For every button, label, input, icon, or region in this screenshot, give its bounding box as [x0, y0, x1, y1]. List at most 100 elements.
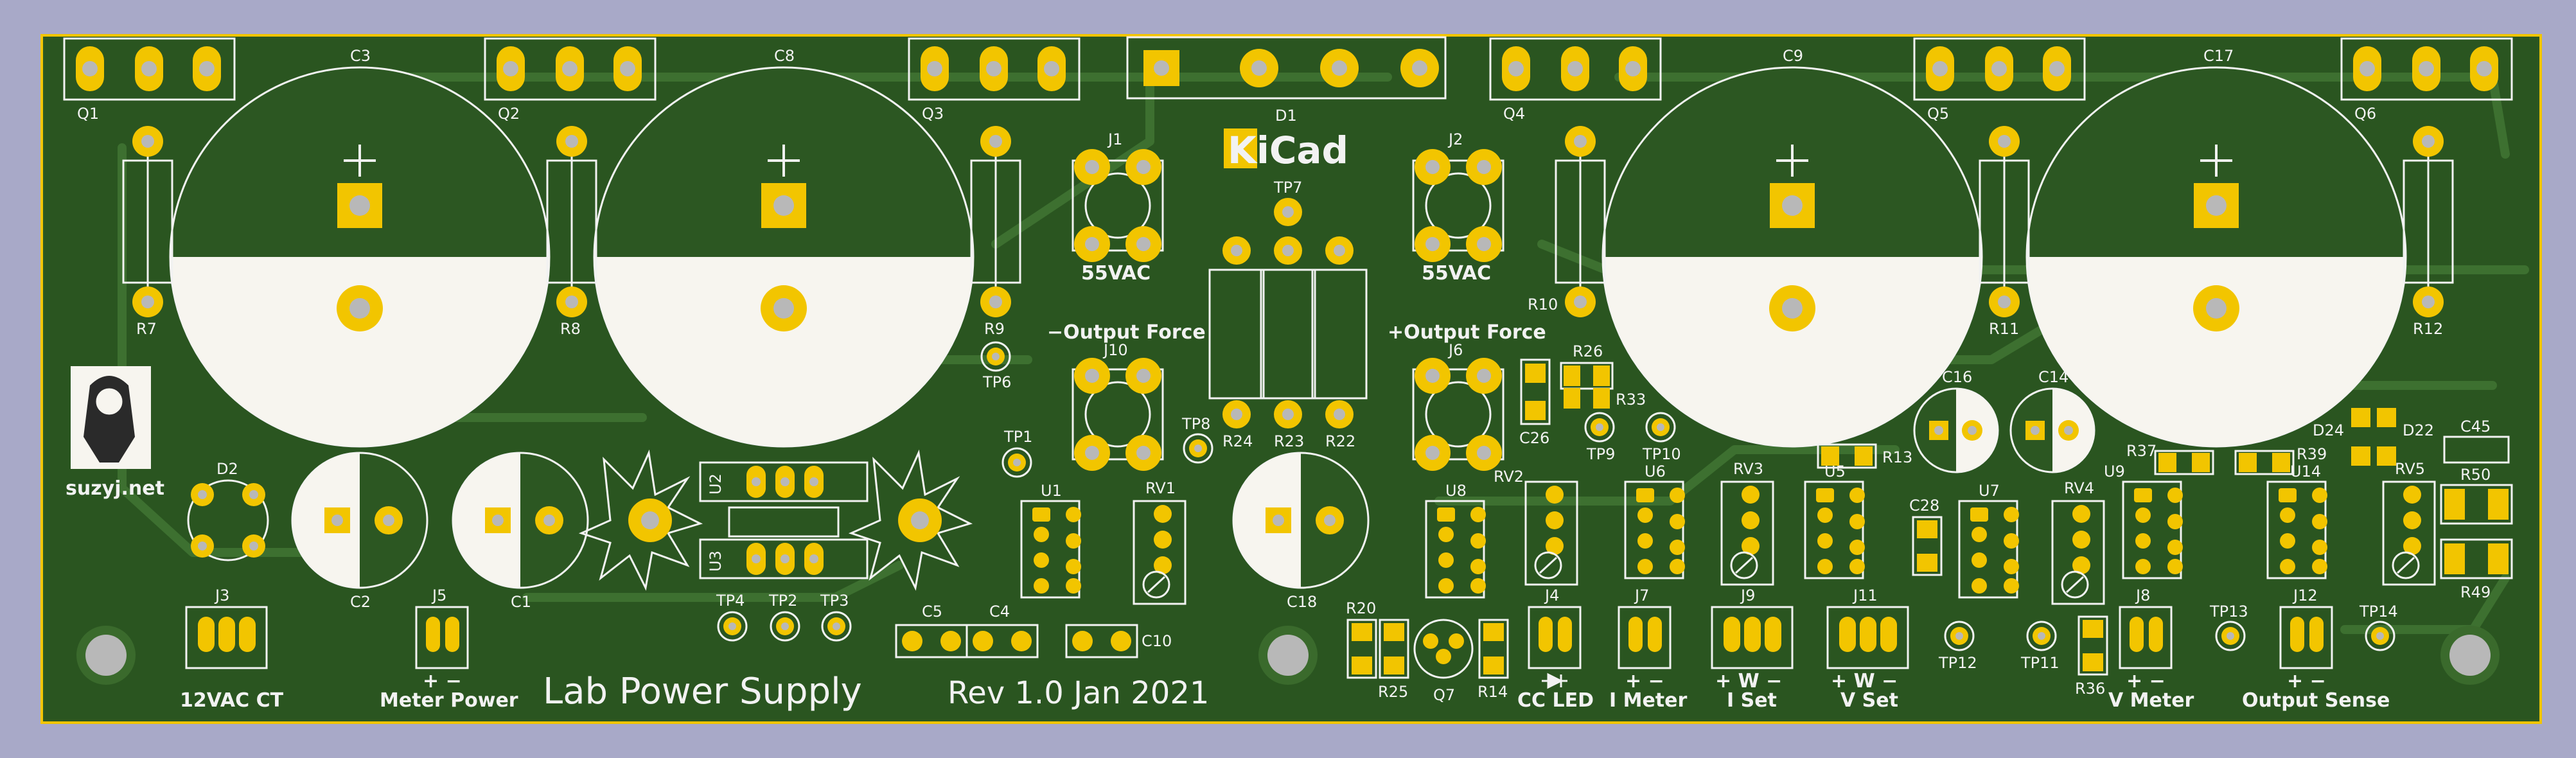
j12-polarity: + − — [2287, 670, 2326, 692]
pin-headers: J3 12VAC CT J5 + − Meter Power J4 CC LED… — [180, 586, 2390, 712]
j4-label: J4 — [1544, 586, 1559, 604]
r10-label: R10 — [1528, 295, 1558, 313]
rv1-label: RV1 — [1145, 479, 1176, 497]
r13-label: R13 — [1882, 448, 1912, 466]
tp14-label: TP14 — [2359, 603, 2398, 621]
lbl-12vac: 12VAC CT — [180, 689, 284, 712]
q5-label: Q5 — [1927, 105, 1949, 123]
d22-label: D22 — [2403, 421, 2434, 439]
transistor-q7: Q7 — [1413, 619, 1474, 704]
trimmers: RV1 RV2 RV3 RV4 RV5 — [1133, 460, 2436, 605]
transistors: Q1 Q2 Q3 Q4 Q5 — [63, 37, 2513, 123]
r9-label: R9 — [984, 320, 1005, 338]
r33-label: R33 — [1616, 391, 1646, 409]
rv5-label: RV5 — [2395, 460, 2425, 478]
lbl-cc-led: CC LED — [1517, 689, 1594, 712]
j9-label: J9 — [1740, 586, 1755, 604]
rv3-label: RV3 — [1733, 460, 1763, 478]
power-resistors: R7 R8 R9 R10 R11 — [122, 126, 2454, 338]
c18-label: C18 — [1287, 593, 1317, 611]
site-label: suzyj.net — [66, 477, 164, 500]
r22-label: R22 — [1325, 432, 1355, 450]
q3-label: Q3 — [922, 105, 944, 123]
q1-label: Q1 — [77, 105, 99, 123]
tp8-label: TP8 — [1181, 415, 1210, 433]
mounting-holes — [76, 626, 2500, 685]
lbl-i-meter: I Meter — [1609, 689, 1687, 712]
c16-label: C16 — [1942, 368, 1972, 386]
j5-polarity: + − — [423, 670, 462, 692]
test-points: TP6 TP1 TP8 TP4 TP2 TP3 TP9 TP10 TP12 TP… — [716, 341, 2398, 672]
tp7-label: TP7 — [1273, 179, 1302, 197]
bridge-d2: D2 — [187, 460, 269, 561]
r50-label: R50 — [2460, 466, 2491, 484]
tp6-label: TP6 — [982, 373, 1011, 391]
r23-label: R23 — [1274, 432, 1304, 450]
four-pin-connectors: J1 55VAC J2 55VAC J10 −Output Force — [1047, 130, 1546, 471]
r49-label: R49 — [2460, 583, 2491, 601]
r24-label: R24 — [1222, 432, 1253, 450]
j3-label: J3 — [214, 586, 229, 604]
board-title: Lab Power Supply — [543, 671, 862, 712]
lbl-output-sense: Output Sense — [2242, 689, 2390, 712]
j9-polarity: + W − — [1715, 670, 1782, 692]
q4-label: Q4 — [1503, 105, 1525, 123]
tp2-label: TP2 — [768, 592, 797, 610]
c3-label: C3 — [350, 47, 371, 65]
c5-label: C5 — [922, 603, 942, 621]
u3-label: U3 — [707, 551, 725, 572]
q2-label: Q2 — [498, 105, 520, 123]
r7-label: R7 — [136, 320, 157, 338]
j1-label: J1 — [1107, 130, 1122, 148]
r20-label: R20 — [1346, 599, 1376, 617]
j12-label: J12 — [2292, 586, 2318, 604]
out-neg-label: −Output Force — [1047, 321, 1206, 344]
rectifier-d1: D1 — [1126, 36, 1447, 125]
tp1-label: TP1 — [1003, 428, 1032, 446]
ic-packages: U1 U8 U6 U5 U7 — [1020, 463, 2327, 599]
j5-label: J5 — [431, 586, 446, 604]
artwork: suzyj.net — [66, 366, 164, 500]
out-pos-label: +Output Force — [1388, 321, 1546, 344]
tp10-label: TP10 — [1642, 445, 1681, 463]
lbl-v-set: V Set — [1840, 689, 1898, 712]
film-capacitors: C5 C4 C10 — [895, 603, 1172, 658]
u9-label: U9 — [2104, 463, 2125, 480]
c14-label: C14 — [2038, 368, 2069, 386]
u6-label: U6 — [1645, 463, 1666, 480]
lbl-meter-power: Meter Power — [380, 689, 518, 712]
r26-label: R26 — [1573, 342, 1603, 360]
d2-label: D2 — [216, 460, 238, 478]
j7-polarity: + − — [1625, 670, 1664, 692]
d1-label: D1 — [1275, 107, 1297, 125]
j6-label: J6 — [1447, 341, 1463, 359]
regulators: U2 U3 — [578, 449, 973, 591]
small-electrolytics: C2 C1 C18 C16 C14 — [291, 368, 2095, 611]
j8-label: J8 — [2135, 586, 2150, 604]
c26-label: C26 — [1519, 429, 1549, 447]
resistor-bank: TP7 R24 R23 R22 — [1208, 179, 1368, 450]
c17-label: C17 — [2203, 47, 2234, 65]
rv4-label: RV4 — [2064, 479, 2094, 497]
tp13-label: TP13 — [2209, 603, 2248, 621]
c1-label: C1 — [511, 593, 531, 611]
r39-label: R39 — [2297, 445, 2327, 463]
j10-label: J10 — [1102, 341, 1128, 359]
j11-polarity: + W − — [1831, 670, 1898, 692]
r12-label: R12 — [2413, 320, 2443, 338]
c10-label: C10 — [1142, 632, 1172, 650]
u14-label: U14 — [2290, 463, 2321, 480]
kicad-logo-text: KiCad — [1228, 128, 1348, 172]
c28-label: C28 — [1909, 497, 1939, 515]
rv2-label: RV2 — [1494, 468, 1524, 486]
j7-label: J7 — [1634, 586, 1649, 604]
j2-label: J2 — [1447, 130, 1463, 148]
vac2-label: 55VAC — [1422, 262, 1491, 285]
r36-label: R36 — [2075, 680, 2105, 698]
tp9-label: TP9 — [1586, 445, 1615, 463]
u8-label: U8 — [1445, 482, 1467, 500]
tp12-label: TP12 — [1938, 654, 1977, 672]
u7-label: U7 — [1979, 482, 2000, 500]
smd-components: R26 R33 C26 R13 C28 R37 R39 — [1346, 342, 2513, 701]
